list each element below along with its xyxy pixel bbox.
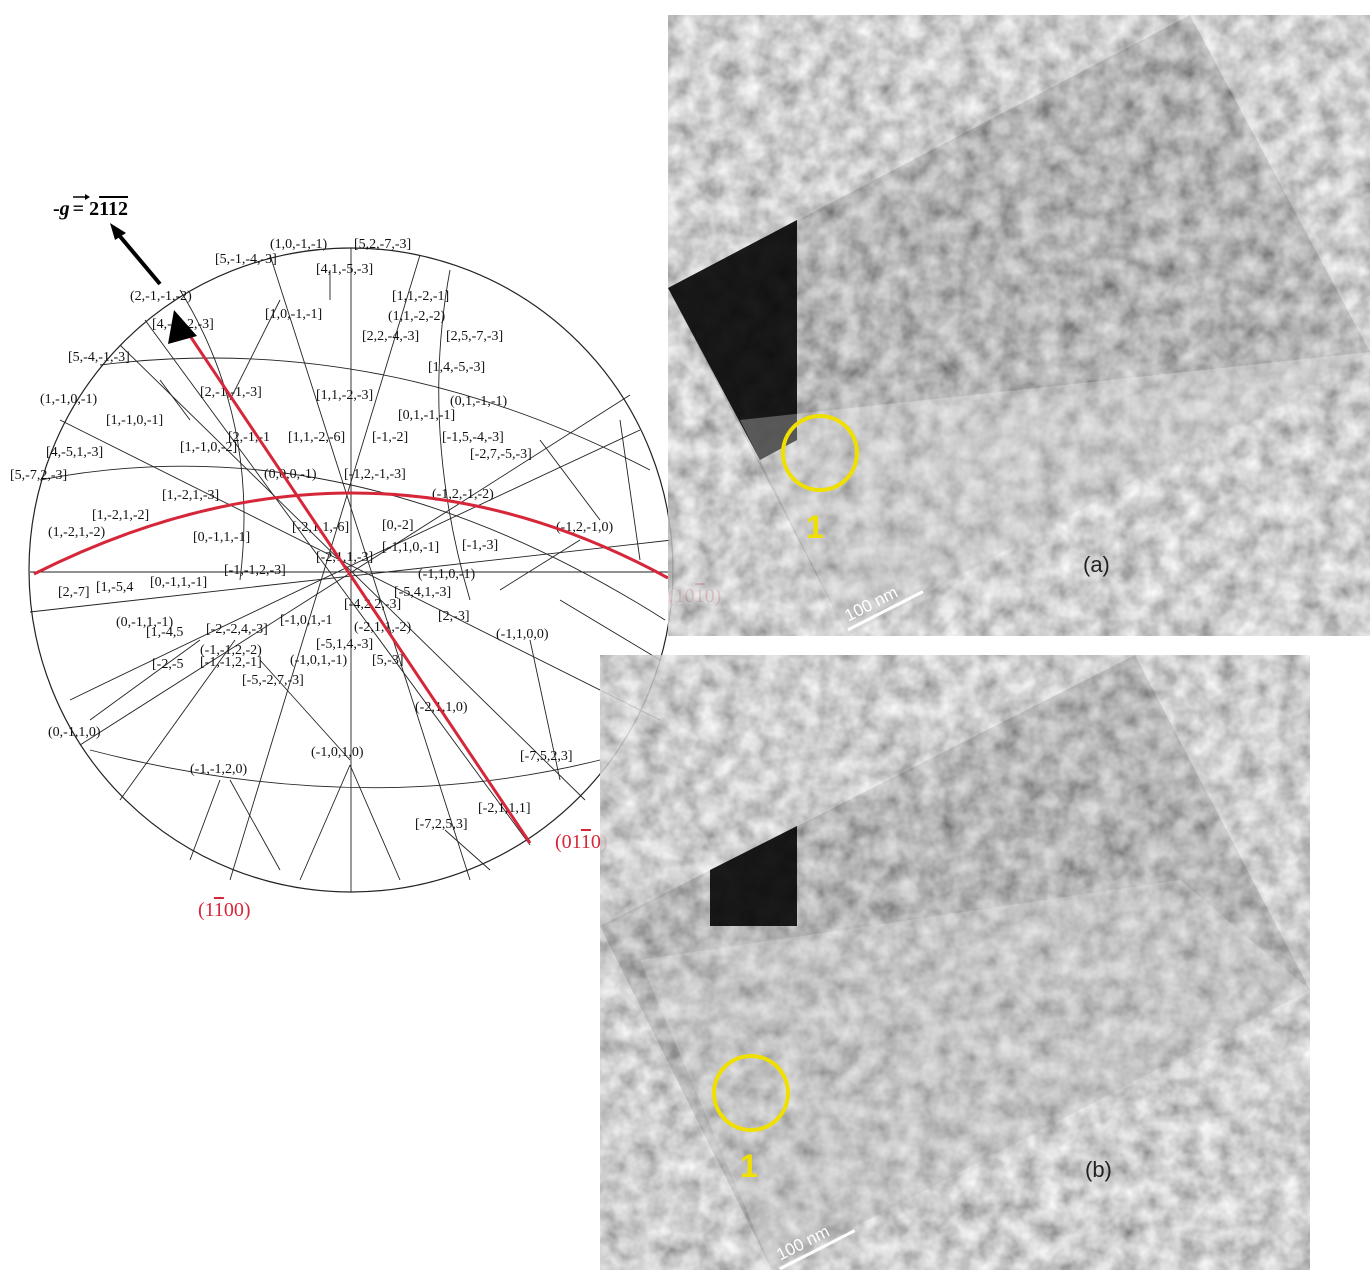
pole-label: [-2,1,1,-3] (316, 550, 373, 565)
pole-label: [-2,-5 (152, 657, 184, 672)
trace-10-10 (33, 491, 669, 580)
trace-01-10 (174, 314, 532, 844)
pole-label: [1,1,-2,-6] (288, 430, 345, 445)
pole-label: [2,-1,-1 (228, 430, 270, 445)
pole-label: (-2,1,1,-2) (354, 620, 411, 635)
g-vector-arrowhead-small (110, 223, 126, 240)
pole-label: (1,0,-1,-1) (270, 237, 327, 252)
tem-b-scalebar-line (779, 1229, 856, 1271)
pole-label: [-1,2,-1,-3] (344, 467, 406, 482)
pole-label: [-1,-2] (372, 430, 408, 445)
tem-b-dark-corner (710, 826, 797, 926)
pole-label: [1,1,-2,-1] (392, 289, 449, 304)
pole-labels: (1,0,-1,-1) [5,2,-7,-3] [5,-1,-4,-3] [4,… (10, 237, 613, 832)
tem-b-bright-region (640, 880, 1310, 1270)
pole-label: [-1,1,0,-1] (382, 540, 439, 555)
pole-label: [5,-1,-4,-3] (215, 252, 277, 267)
pole-label: (-1,2,-1,-2) (432, 487, 494, 502)
pole-label: [4,-5,1,-3] (46, 445, 103, 460)
g-vector-arrowhead-large (168, 310, 197, 344)
pole-label: [5,-7,2,-3] (10, 468, 67, 483)
pole-label: (0,0,0,-1) (264, 467, 317, 482)
pole-label: [1,-1,0,-2] (180, 440, 237, 455)
pole-label: [0,-1,1,-1] (193, 530, 250, 545)
tem-b-marker-circle (712, 1054, 790, 1132)
pole-label: [1,1,-2,-3] (316, 388, 373, 403)
pole-label: (-1,1,0,0) (496, 627, 549, 642)
tem-a-marker-number: 1 (806, 509, 824, 545)
tem-b-marker-number: 1 (740, 1148, 758, 1184)
pole-label: [-4,2,2,-3] (344, 597, 401, 612)
pole-label: [5,-3] (372, 653, 404, 668)
pole-label: [1,-4,5 (146, 625, 183, 640)
pole-label: [1,4,-5,-3] (428, 360, 485, 375)
tem-a-dark-corner (668, 220, 797, 460)
pole-label: [-7,5,2,3] (520, 749, 573, 764)
pole-label: [0,-2] (382, 518, 414, 533)
pole-label: [0,-1,1,-1] (150, 575, 207, 590)
pole-label: (1,-2,1,-2) (48, 525, 105, 540)
pole-label: [5,2,-7,-3] (354, 237, 411, 252)
tem-a-scalebar-line (847, 590, 924, 632)
stereographic-projection: (1,0,-1,-1) [5,2,-7,-3] [5,-1,-4,-3] [4,… (10, 194, 721, 921)
pole-label: (-1,1,0,-1) (418, 567, 475, 582)
pole-label: (0,1,-1,-1) (450, 394, 507, 409)
pole-label: [1,-2,1,-2] (92, 508, 149, 523)
pole-label: [-5,-2,7,-3] (242, 673, 304, 688)
pole-label: [2,-1,-1,-3] (200, 385, 262, 400)
pole-label: (-1,0,1,-1) (290, 653, 347, 668)
pole-label: [-2,1,1,1] (478, 801, 531, 816)
pole-label: (-1,2,-1,0) (556, 520, 613, 535)
tem-a-bright-region (740, 352, 1370, 636)
g-vector-arrow-accent-head (85, 194, 90, 200)
g-vector-line (116, 232, 162, 286)
pole-label: [4,1,-5,-3] (316, 262, 373, 277)
pole-label: [-1,-1,2,-1] (200, 655, 262, 670)
pole-label: [1,0,-1,-1] (265, 307, 322, 322)
pole-label: (0,-1,1,-1) (116, 615, 173, 630)
pole-label: (-2,1,1,0) (415, 700, 468, 715)
pole-label: [5,-4,-1,-3] (68, 350, 130, 365)
plane-traces (33, 314, 669, 844)
pole-label: [2,-7] (58, 585, 90, 600)
pole-label: [-2,-2,4,-3] (206, 622, 268, 637)
pole-label: [-1,-3] (462, 538, 498, 553)
pole-label: [0,1,-1,-1] (398, 408, 455, 423)
pole-label: [-5,4,1,-3] (394, 585, 451, 600)
tem-a-marker-circle (781, 414, 859, 492)
pole-label: [-7,2,5,3] (415, 817, 468, 832)
pole-label: [2,-3] (438, 609, 470, 624)
pole-label: (-1,-1,2,-2) (200, 643, 262, 658)
tem-image-a: 1 100 nm (668, 15, 1370, 636)
g-vector-label: -g= 2112 (53, 198, 128, 220)
panel-label-b: (b) (1085, 1157, 1112, 1182)
pole-label: [-1,0,1,-1 (280, 613, 333, 628)
pole-label: [1,-5,4 (96, 580, 133, 595)
pole-label: [-5,1,4,-3] (316, 637, 373, 652)
plane-label-01-10: (0110) (555, 831, 608, 853)
plane-label-10-10: (1010) (668, 585, 721, 607)
pole-label: [1,-2,1,-3] (162, 488, 219, 503)
pole-label: [-1,-1,2,-3] (224, 563, 286, 578)
pole-label: [2,5,-7,-3] (446, 329, 503, 344)
pole-label: [-1,5,-4,-3] (442, 430, 504, 445)
pole-label: [-2,7,-5,-3] (470, 447, 532, 462)
plane-label-1-100: (1100) (198, 899, 251, 921)
pole-label: (1,-1,0,-1) (40, 392, 97, 407)
panel-label-a: (a) (1083, 552, 1110, 577)
pole-label: (1,1,-2,-2) (388, 309, 445, 324)
tem-image-b: 1 100 nm (600, 655, 1310, 1271)
pole-label: (-1,0,1,0) (311, 745, 364, 760)
pole-label: (-1,-1,2,0) (190, 762, 247, 777)
zone-lines (29, 248, 673, 892)
pole-label: [1,-1,0,-1] (106, 413, 163, 428)
pole-label: [-2,1,1,-6] (292, 520, 349, 535)
pole-label: (0,-1,1,0) (48, 725, 101, 740)
pole-label: (2,-1,-1,-2) (130, 289, 192, 304)
pole-label: [2,2,-4,-3] (362, 329, 419, 344)
g-vector-arrow (110, 223, 197, 344)
